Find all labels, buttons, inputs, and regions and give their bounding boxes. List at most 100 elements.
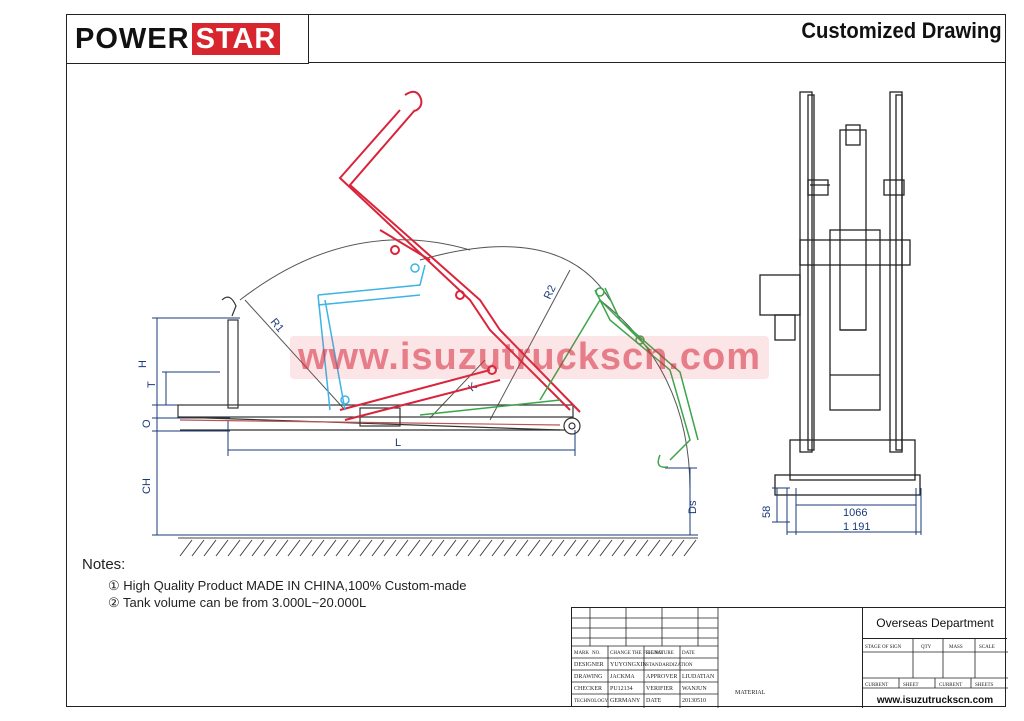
tb-cell: YUYONGXIN bbox=[610, 662, 647, 668]
hook-arm-raised bbox=[338, 90, 581, 421]
truck-chassis bbox=[177, 296, 581, 435]
stage-header: MASS bbox=[949, 645, 963, 650]
tb-header-mark: MARK bbox=[574, 651, 589, 656]
dim-label-h: H bbox=[137, 360, 149, 368]
sheet-cell: CURRENT bbox=[865, 683, 888, 688]
dim-label-1191: 1 191 bbox=[843, 521, 871, 533]
hatch-mark bbox=[179, 539, 193, 557]
rear-dimensions bbox=[772, 487, 922, 535]
title-block-right: Overseas Department STAGE OF SIGN QTY MA… bbox=[862, 608, 1008, 708]
dim-label-ds: Ds bbox=[687, 500, 699, 514]
tb-cell: LIUDATIAN bbox=[682, 674, 715, 680]
tb-header-date: DATE bbox=[682, 651, 695, 656]
hatch-mark bbox=[395, 539, 409, 557]
tb-header-change: CHANGE THE FILE NO. bbox=[610, 651, 663, 656]
tb-cell: CHECKER bbox=[574, 686, 602, 692]
ground-hatch bbox=[178, 537, 698, 557]
hatch-mark bbox=[635, 539, 649, 557]
stage-header: QTY bbox=[921, 645, 932, 650]
hatch-mark bbox=[515, 539, 529, 557]
logo-text-star: STAR bbox=[191, 23, 281, 55]
tb-cell: PU12134 bbox=[610, 686, 633, 692]
tb-cell: DRAWING bbox=[574, 674, 603, 680]
tb-cell: JACKMA bbox=[610, 674, 635, 680]
title-block-grid: MARK NO. CHANGE THE FILE NO. SIGNATURE D… bbox=[572, 608, 766, 708]
hatch-mark bbox=[407, 539, 421, 557]
hatch-mark bbox=[299, 539, 313, 557]
dim-label-t: T bbox=[146, 381, 158, 388]
tb-header-signature: SIGNATURE bbox=[646, 651, 674, 656]
hatch-mark bbox=[203, 539, 217, 557]
tb-cell: DATE bbox=[646, 698, 662, 704]
note-item: ② Tank volume can be from 3.000L~20.000L bbox=[108, 595, 367, 610]
stage-header: STAGE OF SIGN bbox=[865, 645, 902, 650]
tb-cell: 20130510 bbox=[682, 698, 706, 704]
sheet-cell: CURRENT bbox=[939, 683, 962, 688]
hatch-mark bbox=[659, 539, 673, 557]
ds-dimension bbox=[665, 467, 697, 535]
dim-label-o: O bbox=[141, 419, 153, 428]
hatch-mark bbox=[467, 539, 481, 557]
hatch-mark bbox=[611, 539, 625, 557]
hatch-mark bbox=[527, 539, 541, 557]
tb-material-label: MATERIAL bbox=[735, 690, 766, 696]
hatch-mark bbox=[191, 539, 205, 557]
hatch-mark bbox=[431, 539, 445, 557]
hook-arm-lowered bbox=[419, 287, 699, 468]
tb-cell: DESIGNER bbox=[574, 662, 604, 668]
hatch-mark bbox=[503, 539, 517, 557]
hatch-mark bbox=[455, 539, 469, 557]
hatch-mark bbox=[671, 539, 685, 557]
hatch-mark bbox=[575, 539, 589, 557]
hatch-mark bbox=[311, 539, 325, 557]
hatch-mark bbox=[251, 539, 265, 557]
hook-arm-mid bbox=[317, 263, 426, 411]
hatch-mark bbox=[347, 539, 361, 557]
hatch-mark bbox=[323, 539, 337, 557]
dim-label-r2: R2 bbox=[542, 283, 559, 301]
hatch-mark bbox=[359, 539, 373, 557]
page-title: Customized Drawing bbox=[801, 18, 1002, 43]
hatch-mark bbox=[371, 539, 385, 557]
hatch-mark bbox=[683, 539, 697, 557]
sheet-cell: SHEET bbox=[903, 683, 919, 688]
title-block: MARK NO. CHANGE THE FILE NO. SIGNATURE D… bbox=[571, 607, 1008, 708]
hatch-mark bbox=[647, 539, 661, 557]
hatch-mark bbox=[239, 539, 253, 557]
hatch-mark bbox=[587, 539, 601, 557]
notes-title: Notes: bbox=[82, 556, 126, 573]
note-item: ① High Quality Product MADE IN CHINA,100… bbox=[108, 578, 467, 593]
hatch-mark bbox=[287, 539, 301, 557]
hatch-mark bbox=[491, 539, 505, 557]
logo-text-power: POWER bbox=[75, 22, 190, 55]
website-link[interactable]: www.isuzutruckscn.com bbox=[876, 695, 994, 706]
hatch-mark bbox=[215, 539, 229, 557]
hatch-mark bbox=[443, 539, 457, 557]
stage-header: SCALE bbox=[979, 645, 995, 650]
dim-label-l: L bbox=[395, 437, 401, 449]
hatch-mark bbox=[263, 539, 277, 557]
hatch-mark bbox=[599, 539, 613, 557]
hatch-mark bbox=[227, 539, 241, 557]
hatch-mark bbox=[275, 539, 289, 557]
notes-section: Notes: ① High Quality Product MADE IN CH… bbox=[82, 556, 466, 611]
title-block-stage-grid: STAGE OF SIGN QTY MASS SCALE CURRENT SHE… bbox=[863, 638, 1008, 689]
length-dimension bbox=[227, 420, 576, 456]
watermark: www.isuzutruckscn.com bbox=[290, 336, 770, 379]
dim-label-r1: R1 bbox=[268, 316, 286, 334]
hatch-mark bbox=[419, 539, 433, 557]
rear-view bbox=[759, 91, 921, 496]
dim-label-1066: 1066 bbox=[843, 507, 867, 519]
hatch-mark bbox=[479, 539, 493, 557]
header-divider bbox=[309, 62, 1006, 63]
hatch-mark bbox=[383, 539, 397, 557]
tb-cell: GERMANY bbox=[610, 698, 641, 704]
drawing-frame bbox=[66, 14, 1006, 707]
hatch-mark bbox=[539, 539, 553, 557]
tb-header-no: NO. bbox=[592, 651, 600, 656]
hatch-mark bbox=[551, 539, 565, 557]
tb-cell: APPROVER bbox=[646, 674, 677, 680]
